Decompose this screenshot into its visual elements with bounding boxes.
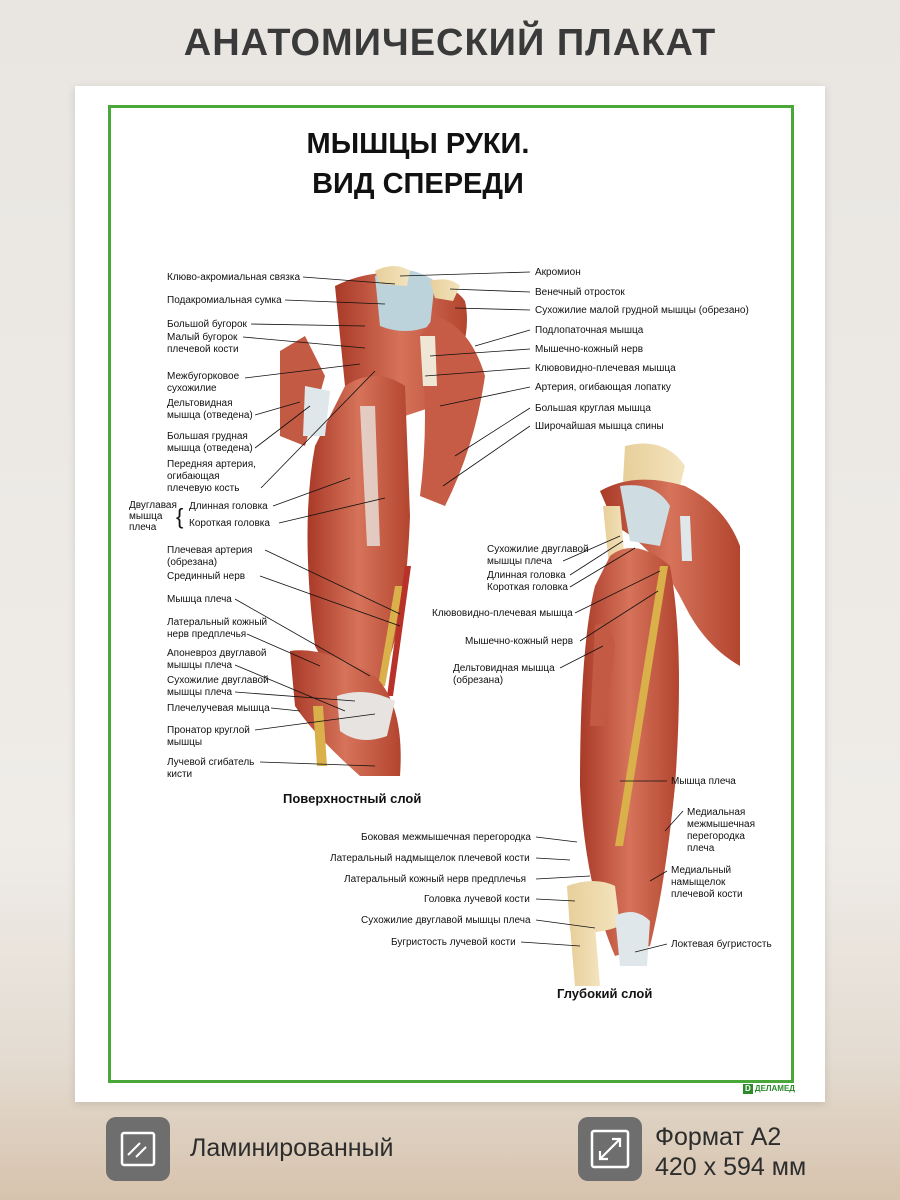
label-deep-deltoid-2: (обрезана) [453, 674, 503, 686]
poster-frame [108, 105, 794, 1083]
label-biceps-tendon: Сухожилие двуглавой [167, 675, 269, 686]
label-deep-coracobrachialis: Клювовидно-плечевая мышца [432, 608, 573, 619]
anatomy-illustration: Клюво-акромиальная связка Подакромиальна… [129, 266, 772, 1001]
laminate-icon [120, 1131, 156, 1167]
label-deep-brachialis: Мышца плеча [671, 776, 736, 787]
label-deep-long-head: Длинная головка [487, 570, 566, 581]
label-pronator-teres-2: мышцы [167, 737, 202, 748]
label-coracoid-process: Венечный отросток [535, 287, 625, 298]
label-deep-biceps-tendon-2: мышцы плеча [487, 556, 552, 567]
poster: МЫШЦЫ РУКИ. ВИД СПЕРЕДИ [75, 86, 825, 1102]
label-lateral-intermuscular-septum: Боковая межмышечная перегородка [361, 832, 531, 843]
deep-layer-labels: Сухожилие двуглавой мышцы плеча Длинная … [330, 535, 772, 953]
label-intertubercular-tendon-2: сухожилие [167, 383, 217, 394]
label-brachial-artery: Плечевая артерия [167, 545, 252, 556]
label-musculocutaneous-nerve: Мышечно-кожный нерв [535, 344, 643, 355]
label-acromion: Акромион [535, 267, 581, 278]
label-medial-intermuscular-septum-4: плеча [687, 843, 715, 854]
caption-deep-layer: Глубокий слой [557, 986, 652, 1001]
label-radial-tuberosity: Бугристость лучевой кости [391, 937, 516, 948]
label-deep-biceps-tendon: Сухожилие двуглавой [487, 544, 589, 555]
label-biceps-2: мышца [129, 511, 163, 522]
label-deep-biceps-tendon-distal: Сухожилие двуглавой мышцы плеча [361, 915, 531, 926]
label-latissimus-dorsi: Широчайшая мышца спины [535, 421, 664, 432]
label-deep-musculocutaneous-nerve: Мышечно-кожный нерв [465, 636, 573, 647]
format-line1: Формат А2 [655, 1123, 782, 1151]
label-biceps-3: плеча [129, 522, 157, 533]
label-medial-intermuscular-septum: Медиальная [687, 807, 745, 818]
caption-superficial-layer: Поверхностный слой [283, 791, 421, 806]
brand-logo-icon: D [742, 1084, 753, 1094]
label-subacromial-bursa: Подакромиальная сумка [167, 295, 282, 306]
label-flexor-carpi-radialis: Лучевой сгибатель [167, 756, 254, 768]
label-biceps-tendon-2: мышцы плеча [167, 687, 232, 698]
label-median-nerve: Срединный нерв [167, 571, 245, 582]
label-brachialis: Мышца плеча [167, 594, 232, 605]
laminate-badge [106, 1117, 170, 1181]
label-deltoid-2: мышца (отведена) [167, 410, 253, 421]
label-lesser-tubercle: Малый бугорок [167, 331, 238, 343]
resize-icon [590, 1129, 630, 1169]
laminated-text: Ламинированный [190, 1134, 394, 1162]
label-medial-intermuscular-septum-2: межмышечная [687, 819, 755, 830]
label-pectoralis-major-2: мышца (отведена) [167, 443, 253, 454]
label-circumflex-scapular-artery: Артерия, огибающая лопатку [535, 381, 671, 393]
page-header: АНАТОМИЧЕСКИЙ ПЛАКАТ [183, 22, 717, 64]
label-pronator-teres: Пронатор круглой [167, 725, 250, 736]
deep-arm-figure [567, 443, 740, 986]
label-medial-epicondyle-3: плечевой кости [671, 889, 743, 900]
superficial-left-labels: Клюво-акромиальная связка Подакромиальна… [129, 272, 401, 780]
label-biceps: Двуглавая [129, 500, 177, 511]
brace-glyph: { [176, 504, 183, 529]
label-radial-head: Головка лучевой кости [424, 894, 530, 905]
superficial-right-labels: Акромион Венечный отросток Сухожилие мал… [399, 267, 749, 487]
brand-name: ДЕЛАМЕД [754, 1084, 795, 1093]
label-lateral-cutaneous-nerve: Латеральный кожный [167, 617, 267, 628]
label-anterior-circumflex-artery-3: плечевую кость [167, 483, 239, 494]
superficial-arm-figure [280, 266, 485, 776]
label-teres-major: Большая круглая мышца [535, 403, 651, 414]
label-anterior-circumflex-artery-2: огибающая [167, 470, 220, 482]
label-anterior-circumflex-artery: Передняя артерия, [167, 459, 256, 470]
label-medial-epicondyle-2: намыщелок [671, 877, 726, 888]
format-line2: 420 x 594 мм [655, 1153, 807, 1181]
label-deltoid: Дельтовидная [167, 398, 233, 409]
label-coracobrachialis: Клювовидно-плечевая мышца [535, 363, 676, 374]
label-greater-tubercle: Большой бугорок [167, 318, 248, 330]
label-lesser-tubercle-2: плечевой кости [167, 344, 239, 355]
label-subscapularis: Подлопаточная мышца [535, 325, 644, 336]
label-pectoralis-major: Большая грудная [167, 431, 248, 442]
label-flexor-carpi-radialis-2: кисти [167, 769, 192, 780]
poster-title-line2: ВИД СПЕРЕДИ [312, 168, 524, 200]
label-bicipital-aponeurosis-2: мышцы плеча [167, 660, 232, 671]
label-deep-short-head: Короткая головка [487, 582, 568, 593]
label-lateral-cutaneous-nerve-2: нерв предплечья [167, 629, 246, 640]
label-medial-intermuscular-septum-3: перегородка [687, 831, 745, 842]
label-short-head: Короткая головка [189, 518, 270, 529]
label-brachioradialis: Плечелучевая мышца [167, 703, 270, 714]
label-long-head: Длинная головка [189, 501, 268, 512]
label-medial-epicondyle: Медиальный [671, 865, 731, 876]
format-badge [578, 1117, 642, 1181]
label-pectoralis-minor-tendon: Сухожилие малой грудной мышцы (обрезано) [535, 304, 749, 316]
poster-title-line1: МЫШЦЫ РУКИ. [306, 128, 530, 160]
label-coracoacromial-ligament: Клюво-акромиальная связка [167, 272, 300, 283]
label-bicipital-aponeurosis: Апоневроз двуглавой [167, 648, 267, 659]
label-ulnar-tuberosity: Локтевая бугристость [671, 938, 772, 950]
label-lateral-epicondyle: Латеральный надмыщелок плечевой кости [330, 853, 530, 864]
label-brachial-artery-2: (обрезана) [167, 556, 217, 568]
label-deep-lateral-cutaneous-nerve: Латеральный кожный нерв предплечья [344, 874, 526, 885]
label-deep-deltoid: Дельтовидная мышца [453, 663, 555, 674]
label-intertubercular-tendon: Межбугорковое [167, 370, 240, 382]
